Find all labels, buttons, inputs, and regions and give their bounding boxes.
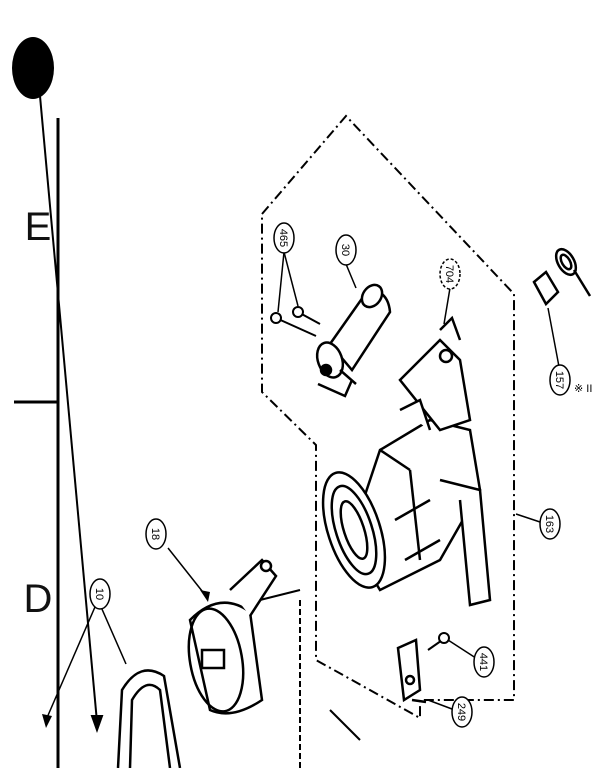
callout-704: 704 bbox=[439, 258, 461, 290]
subassembly-boundary bbox=[261, 114, 515, 720]
part-30-cylinder bbox=[315, 283, 392, 398]
screws-465 bbox=[270, 306, 321, 337]
callout-249: 249 bbox=[451, 696, 473, 728]
callout-465: 465 bbox=[273, 222, 295, 254]
callout-465-text: 465 bbox=[277, 229, 289, 247]
callout-18: 18 bbox=[145, 518, 167, 550]
step-number: 1 bbox=[21, 45, 45, 94]
callout-30-text: 30 bbox=[339, 244, 351, 256]
callout-10-text: 10 bbox=[93, 588, 105, 600]
callout-30: 30 bbox=[335, 234, 357, 266]
lens-assembly bbox=[321, 315, 492, 607]
callout-441-text: 441 bbox=[477, 653, 489, 671]
callout-441: 441 bbox=[473, 646, 495, 678]
flex-strips bbox=[259, 589, 361, 768]
callout-157: 157 bbox=[549, 364, 571, 396]
grid-row-label-d: D bbox=[24, 577, 53, 621]
step-leader-line bbox=[39, 95, 104, 733]
part-18-sleeve bbox=[187, 558, 278, 715]
callout-18-text: 18 bbox=[149, 528, 161, 540]
note-mark: ※ II bbox=[574, 383, 592, 395]
callout-157-text: 157 bbox=[553, 371, 565, 389]
part-10-ring bbox=[116, 669, 182, 768]
callout-249-text: 249 bbox=[455, 703, 467, 721]
callout-163-text: 163 bbox=[543, 515, 555, 533]
grid-frame bbox=[14, 118, 60, 768]
part-157-bushing bbox=[532, 247, 592, 307]
callout-10: 10 bbox=[89, 578, 111, 610]
grid-row-label-e: E bbox=[25, 205, 52, 249]
part-441-screw bbox=[427, 632, 450, 651]
callout-704-text: 704 bbox=[443, 265, 455, 283]
step-marker: 1 bbox=[12, 37, 54, 99]
callout-163: 163 bbox=[539, 508, 561, 540]
arrowheads bbox=[42, 590, 210, 728]
part-249-bracket bbox=[396, 638, 427, 704]
